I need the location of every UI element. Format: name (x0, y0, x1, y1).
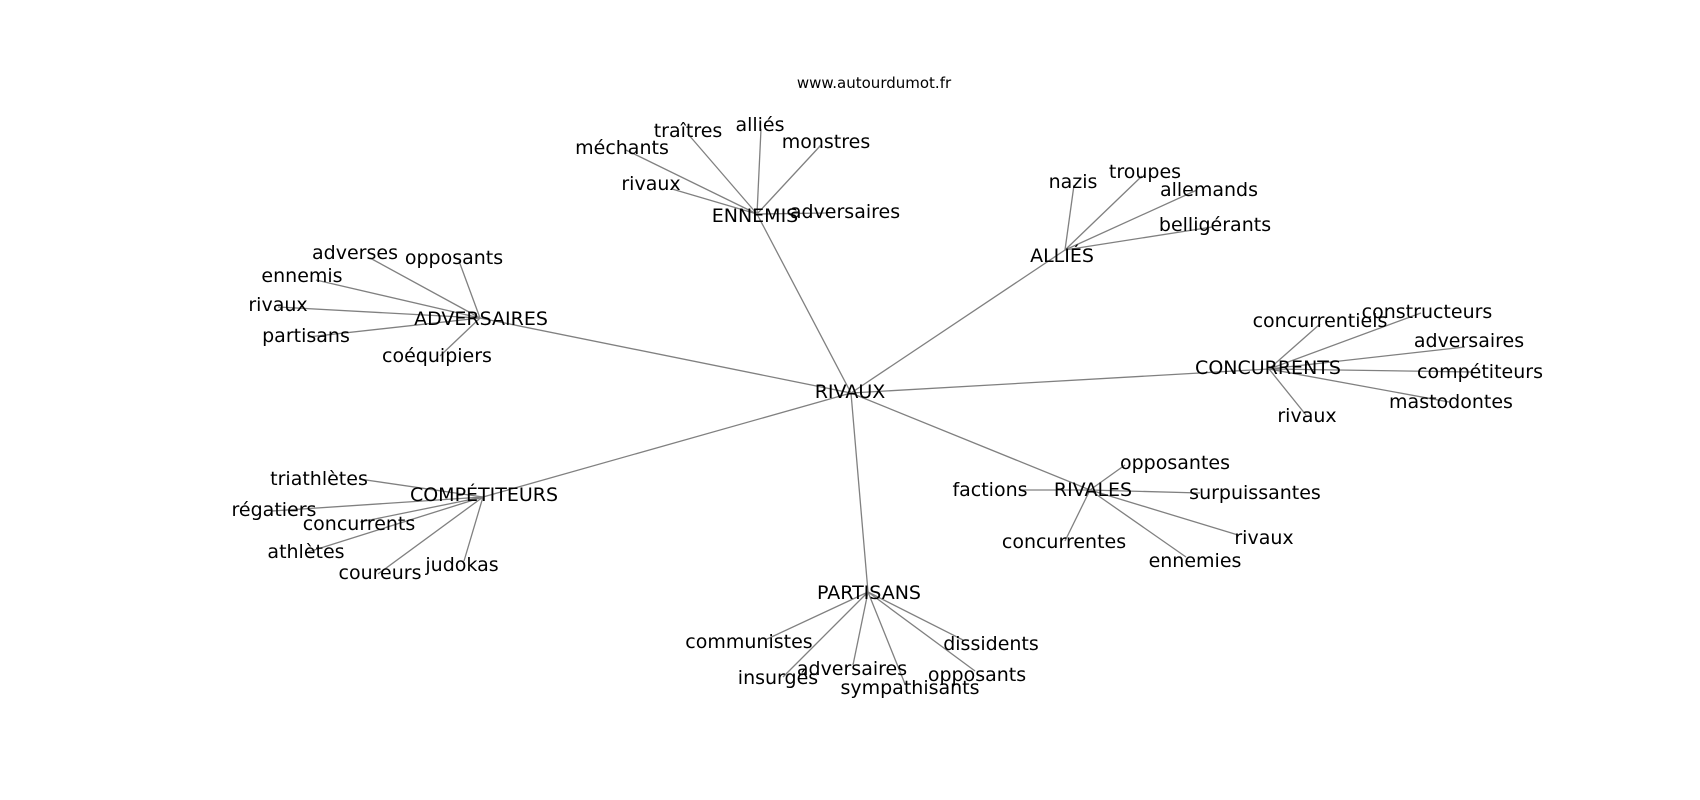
hub-to-word-edge (756, 128, 762, 215)
site-url: www.autourdumot.fr (797, 74, 952, 92)
hub-to-word-edge (315, 279, 481, 319)
hub-to-word-edge (1064, 189, 1198, 251)
hub-word: RIVALES (1054, 479, 1132, 501)
hub-to-word-edge (439, 317, 481, 357)
leaf-word: concurrents (303, 513, 416, 535)
root-to-hub-edge (850, 392, 869, 593)
hub-to-word-edge (463, 496, 484, 562)
hub-to-word-edge (867, 591, 906, 685)
hub-to-word-edge (1064, 184, 1075, 251)
hub-to-word-edge (1268, 346, 1466, 370)
leaf-word: alliés (735, 114, 784, 136)
graph-edges (271, 128, 1474, 685)
leaf-word: adverses (312, 242, 398, 264)
hub-to-word-edge (1268, 368, 1474, 373)
hub-to-word-edge (1089, 489, 1187, 558)
leaf-word: sympathisants (840, 677, 979, 699)
hub-to-word-edge (277, 306, 481, 319)
hub-to-word-edge (1268, 312, 1422, 370)
leaf-word: communistes (685, 631, 812, 653)
leaf-word: concurrentiels (1253, 310, 1388, 332)
hub-to-word-edge (625, 149, 758, 215)
leaf-word: traîtres (654, 120, 723, 142)
hub-to-word-edge (1268, 368, 1450, 403)
leaf-word: coureurs (339, 562, 422, 584)
hub-to-word-edge (1064, 175, 1143, 251)
hub-to-word-edge (377, 496, 484, 575)
hub-word: ENNEMIS (712, 205, 799, 227)
hub-to-word-edge (369, 257, 481, 319)
hub-to-word-edge (671, 188, 758, 215)
leaf-word: partisans (262, 325, 350, 347)
hub-to-word-edge (852, 591, 869, 666)
hub-word: PARTISANS (817, 582, 921, 604)
hub-word: ALLIÉS (1030, 244, 1094, 267)
hub-to-word-edge (1089, 489, 1201, 494)
hub-to-word-edge (867, 591, 964, 641)
root-to-hub-edge (756, 213, 852, 394)
leaf-word: monstres (782, 131, 871, 153)
leaf-word: coéquipiers (382, 345, 492, 367)
leaf-word: régatiers (232, 499, 317, 521)
leaf-word: opposants (405, 247, 503, 269)
root-to-hub-edge (850, 392, 1091, 491)
hub-to-word-edge (1064, 489, 1091, 542)
leaf-word: rivaux (621, 173, 680, 195)
leaf-word: triathlètes (270, 468, 368, 490)
hub-to-word-edge (1064, 226, 1213, 251)
hub-to-word-edge (867, 591, 976, 672)
leaf-word: adversaires (797, 658, 907, 680)
leaf-word: concurrentes (1002, 531, 1126, 553)
leaf-word: surpuissantes (1189, 482, 1321, 504)
hub-to-word-edge (687, 133, 758, 215)
leaf-word: athlètes (267, 541, 344, 563)
leaf-word: troupes (1109, 161, 1181, 183)
leaf-word: mastodontes (1389, 391, 1513, 413)
hub-to-word-edge (756, 212, 829, 215)
hub-to-word-edge (782, 591, 869, 678)
leaf-word: rivaux (248, 294, 307, 316)
leaf-word: allemands (1160, 179, 1258, 201)
hub-to-word-edge (307, 317, 481, 338)
leaf-word: dissidents (943, 633, 1039, 655)
root-to-hub-edge (850, 368, 1270, 394)
hub-word: CONCURRENTS (1195, 357, 1341, 379)
hub-to-word-edge (458, 260, 481, 319)
hub-to-word-edge (756, 144, 822, 215)
hub-to-word-edge (307, 496, 484, 553)
leaf-word: opposantes (1120, 452, 1230, 474)
leaf-word: rivaux (1234, 527, 1293, 549)
root-to-hub-edge (479, 317, 852, 394)
leaf-word: judokas (424, 554, 498, 576)
hub-to-word-edge (1089, 489, 1239, 536)
leaf-word: constructeurs (1362, 301, 1493, 323)
leaf-word: adversaires (1414, 330, 1524, 352)
leaf-word: ennemis (261, 265, 342, 287)
hub-word: COMPÉTITEURS (410, 483, 558, 506)
leaf-word: rivaux (1277, 405, 1336, 427)
hub-to-word-edge (1089, 464, 1126, 491)
hub-to-word-edge (1268, 323, 1321, 370)
hub-to-word-edge (1268, 368, 1307, 416)
leaf-word: opposants (928, 664, 1026, 686)
hub-to-word-edge (358, 478, 484, 498)
leaf-word: belligérants (1159, 214, 1271, 236)
leaf-word: méchants (575, 137, 669, 159)
root-word: RIVAUX (815, 381, 886, 403)
root-to-hub-edge (850, 249, 1066, 394)
leaf-word: ennemies (1149, 550, 1242, 572)
leaf-word: insurgés (738, 667, 818, 689)
leaf-word: compétiteurs (1417, 361, 1543, 383)
leaf-word: adversaires (790, 201, 900, 223)
hub-to-word-edge (271, 496, 484, 512)
leaf-word: factions (952, 479, 1027, 501)
hub-to-word-edge (764, 591, 869, 641)
root-to-hub-edge (482, 392, 852, 498)
hub-to-word-edge (359, 496, 484, 523)
hub-word: ADVERSAIRES (414, 308, 548, 330)
leaf-word: nazis (1049, 171, 1098, 193)
